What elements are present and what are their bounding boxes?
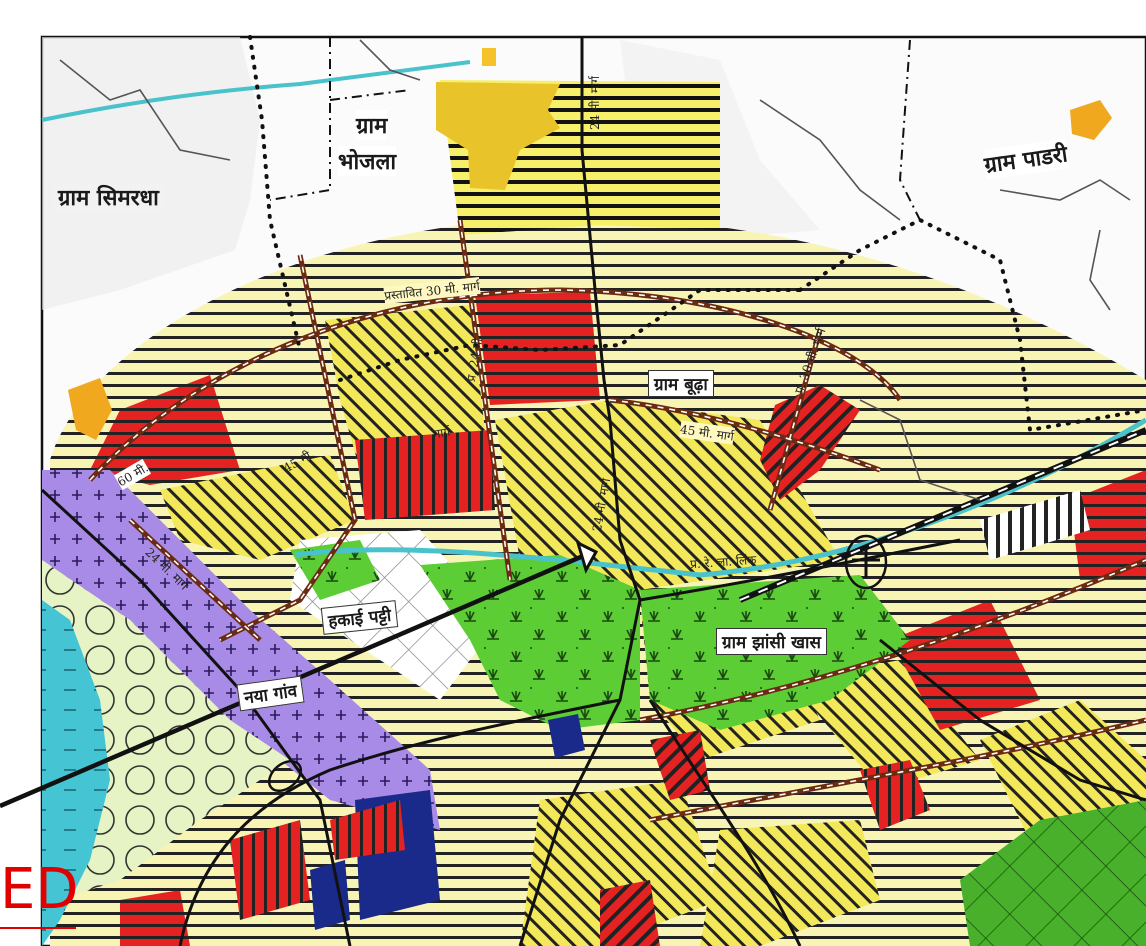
label-village-simardha: ग्राम सिमरधा	[54, 182, 163, 212]
label-village-budha: ग्राम बूढ़ा	[648, 370, 714, 397]
road-label-marg: मार्ग	[432, 424, 452, 442]
annotation-red-text: ED	[0, 857, 79, 922]
label-village-bhojla-line1: ग्राम	[356, 110, 388, 140]
annotation-arrowhead	[575, 540, 599, 574]
annotation-red-underline	[0, 927, 76, 929]
label-village-jhansi-khas: ग्राम झांसी खास	[716, 628, 827, 655]
road-label-24m-north: 24 मी. मार्ग	[588, 75, 602, 130]
label-village-bhojla-line2: भोजला	[338, 146, 397, 176]
